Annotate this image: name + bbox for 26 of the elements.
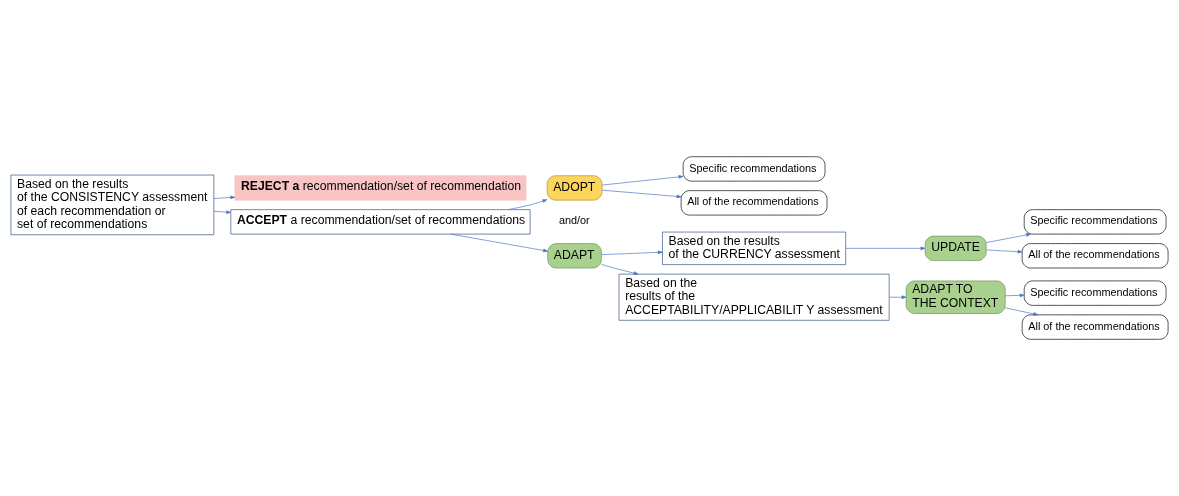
arrow xyxy=(601,189,682,199)
node-box: ADOPT xyxy=(546,175,603,201)
node-box: All of the recommendations xyxy=(1021,243,1169,269)
arrow xyxy=(213,195,236,200)
node-box: ADAPT TO THE CONTEXT xyxy=(905,280,1006,314)
arrow xyxy=(1004,293,1025,298)
node-box: ACCEPT a recommendation/set of recommendations xyxy=(230,209,531,235)
arrow xyxy=(601,250,663,256)
arrow xyxy=(845,246,926,251)
node-box: ADAPT xyxy=(547,243,602,269)
node-box: Specific recommendations xyxy=(682,156,826,182)
arrow xyxy=(889,295,907,299)
node-box: REJECT a recommendation/set of recommendation xyxy=(234,175,527,201)
arrow xyxy=(985,249,1023,254)
arrow xyxy=(985,233,1031,243)
node-box: Based on the results of the CURRENCY assessment xyxy=(662,231,847,265)
arrow xyxy=(601,175,684,186)
arrow xyxy=(450,233,548,253)
arrow xyxy=(1004,307,1039,316)
node-box: Specific recommendations xyxy=(1023,280,1167,306)
node-box: Based on the results of the CONSISTENCY assessment of each recommendation or set of recommendations xyxy=(10,174,215,236)
arrow xyxy=(213,210,231,214)
label: and/or xyxy=(558,214,590,227)
arrow xyxy=(601,264,639,275)
node-box: All of the recommendations xyxy=(680,190,828,216)
node-box: UPDATE xyxy=(924,235,987,261)
